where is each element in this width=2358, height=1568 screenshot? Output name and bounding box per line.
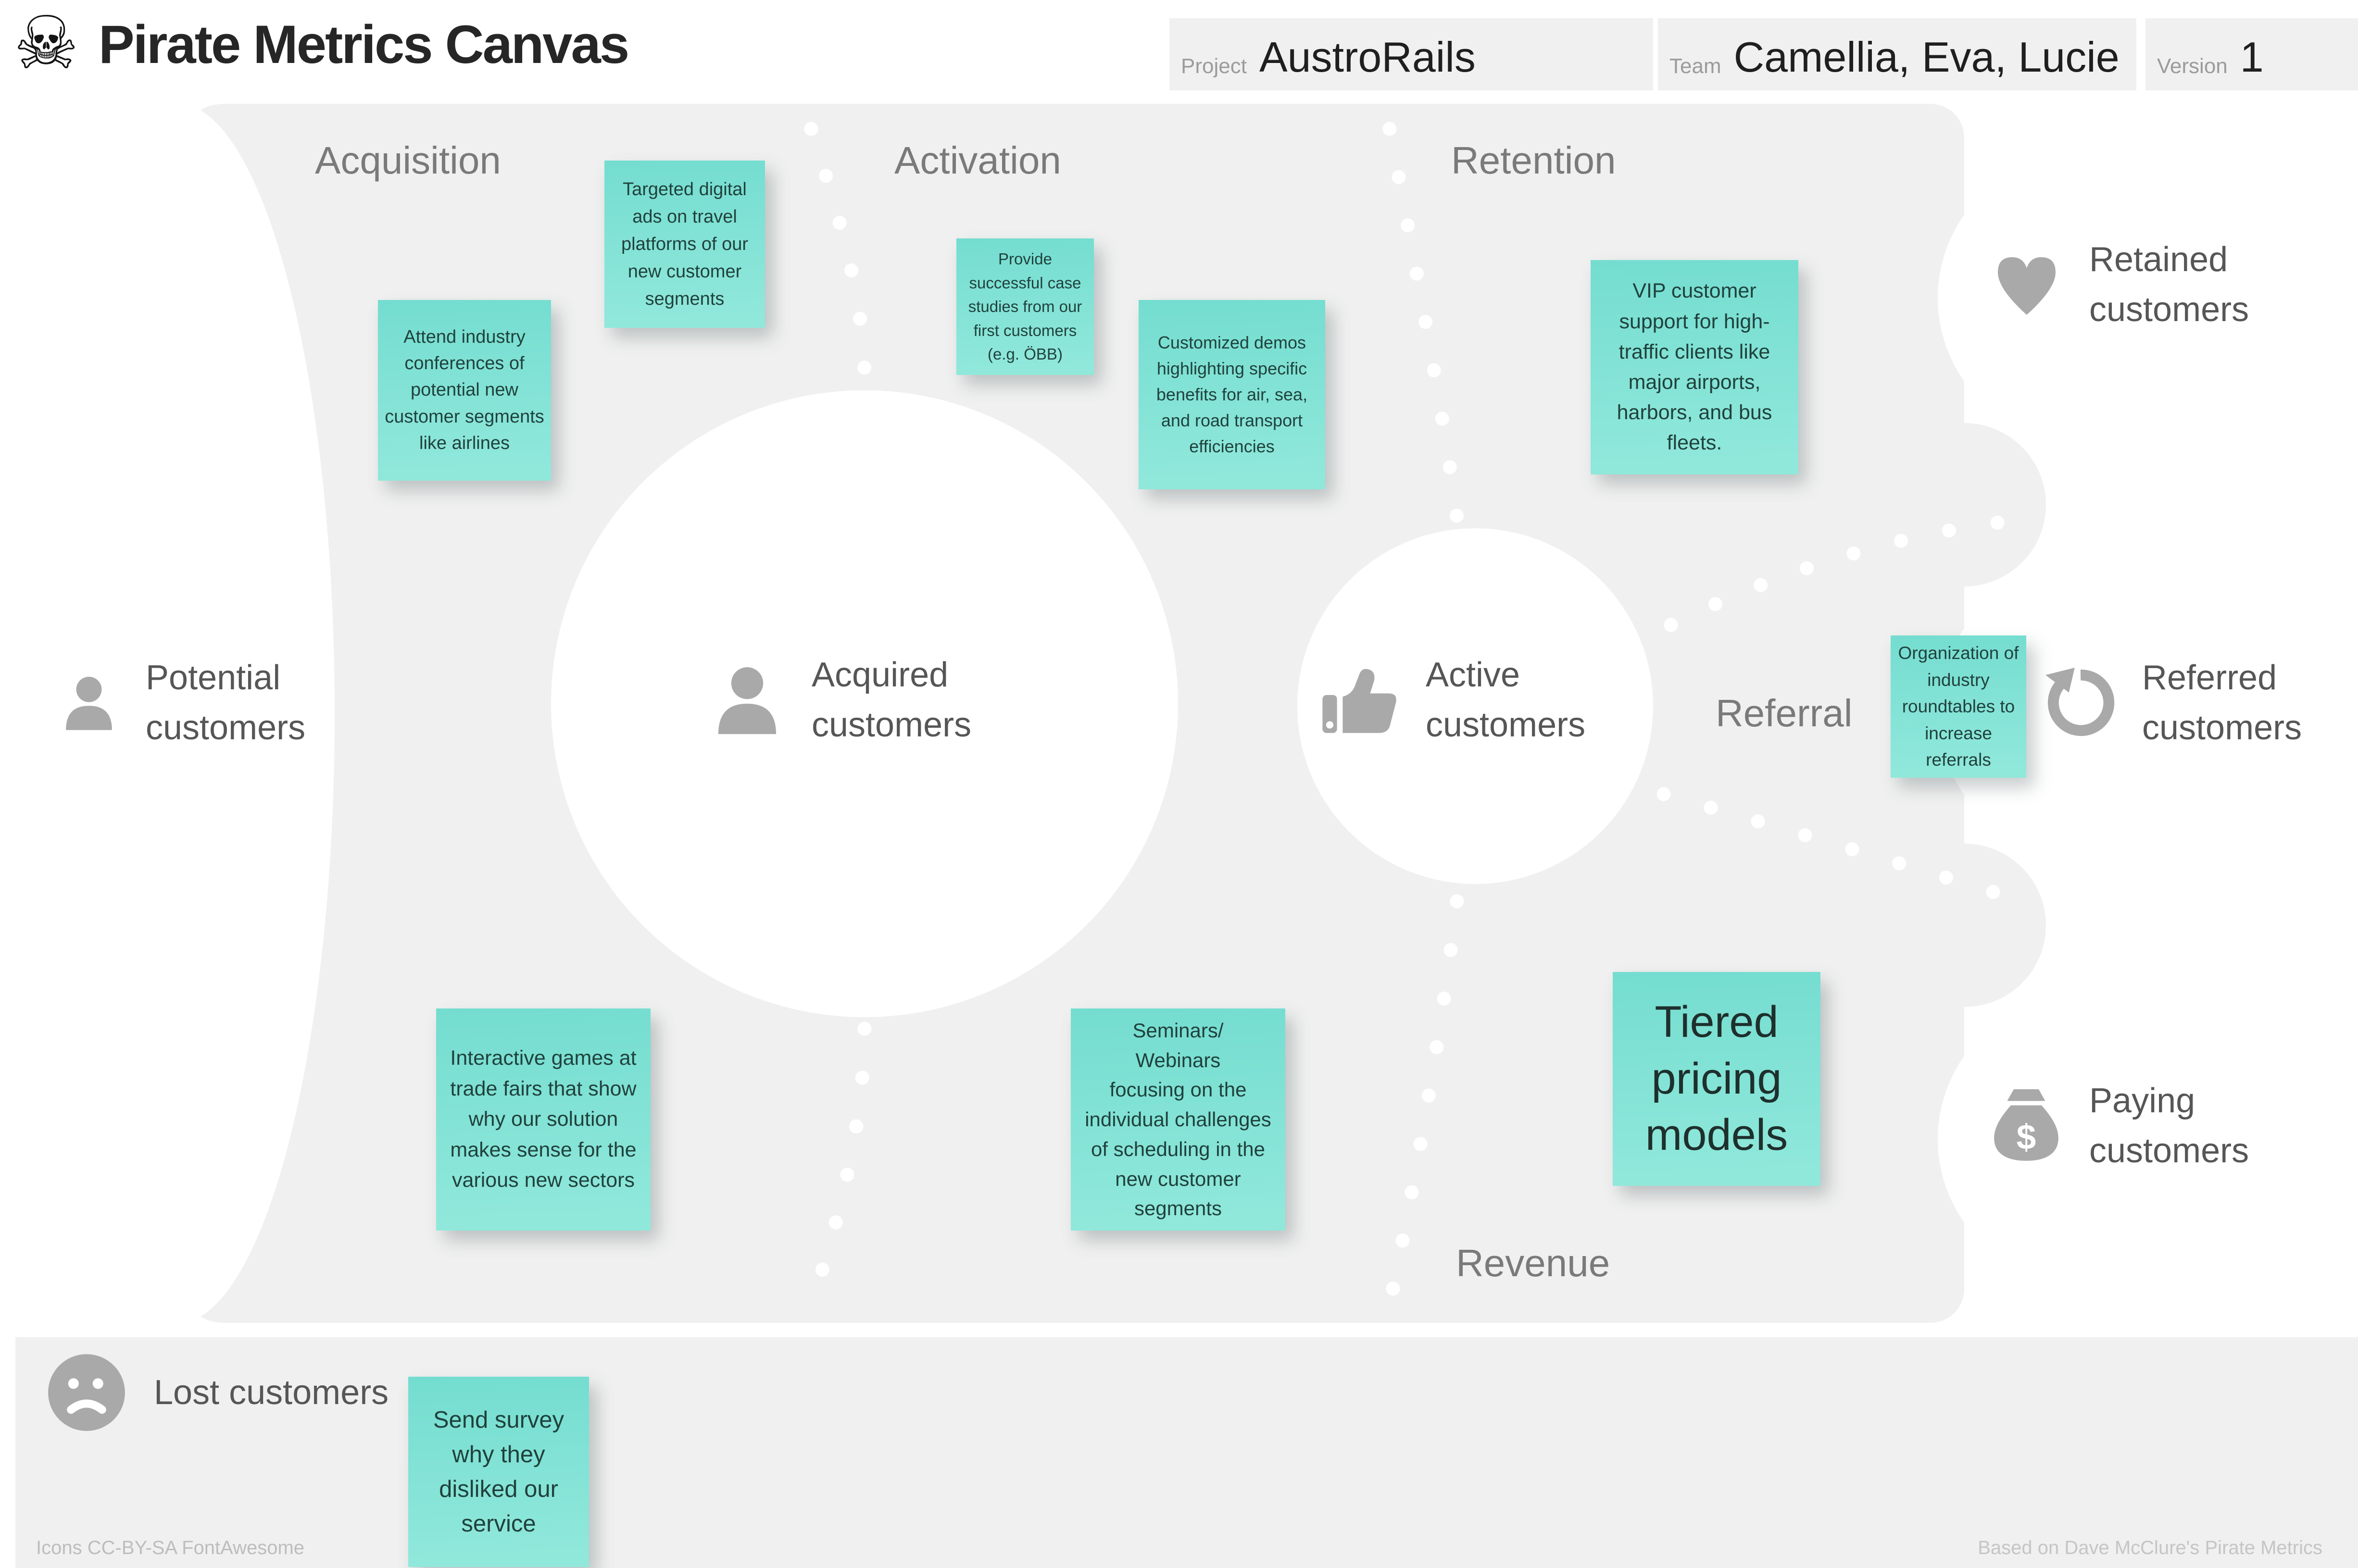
project-field[interactable]: Project AustroRails: [1169, 18, 1653, 90]
persona-label: Acquired customers: [812, 656, 972, 745]
funnel-bump-top: [1882, 423, 2046, 586]
frown-face-icon: [48, 1354, 125, 1431]
person-icon: [66, 677, 112, 731]
note-text: Targeted digital ads on travel platforms…: [621, 179, 748, 309]
persona-label: Paying customers: [2089, 1082, 2249, 1170]
persona-acquired: Acquired customers: [709, 650, 1047, 750]
rotate-left-icon: [2045, 668, 2115, 736]
note-text: Attend industry conferences of potential…: [385, 327, 544, 453]
paying-notch: [1938, 995, 2226, 1283]
sticky-note-activation-seminars[interactable]: Seminars/ Webinars focusing on the indiv…: [1071, 1008, 1285, 1231]
team-field[interactable]: Team Camellia, Eva, Lucie: [1658, 18, 2136, 90]
note-text: Send survey why they disliked our servic…: [433, 1406, 564, 1537]
note-text: Tiered pricing models: [1645, 997, 1788, 1160]
funnel-bump-bottom: [1882, 844, 2046, 1007]
acquired-circle: [551, 390, 1178, 1017]
persona-paying: $ Paying customers: [1990, 1076, 2325, 1176]
lost-customers-band: [15, 1337, 2358, 1568]
persona-lost: Lost customers: [46, 1352, 389, 1433]
version-label: Version: [2157, 54, 2228, 78]
person-icon: [718, 667, 777, 734]
attribution: Based on Dave McClure's Pirate Metrics: [1978, 1537, 2322, 1558]
stage-label-acquisition: Acquisition: [315, 139, 501, 182]
sticky-note-referral-roundtables[interactable]: Organization of industry roundtables to …: [1891, 635, 2026, 778]
sticky-note-acquisition-ads[interactable]: Targeted digital ads on travel platforms…: [604, 161, 765, 328]
page-title: Pirate Metrics Canvas: [99, 14, 629, 75]
persona-active: Active customers: [1318, 650, 1661, 750]
note-text: Organization of industry roundtables to …: [1898, 643, 2019, 770]
sticky-note-activation-demos[interactable]: Customized demos highlighting specific b…: [1139, 300, 1325, 489]
note-text: Interactive games at trade fairs that sh…: [450, 1046, 637, 1192]
money-bag-icon: $: [1994, 1089, 2058, 1161]
thumbs-up-icon: [1322, 669, 1396, 734]
sticky-note-revenue-pricing[interactable]: Tiered pricing models: [1613, 972, 1820, 1186]
sticky-note-activation-case-studies[interactable]: Provide successful case studies from our…: [956, 238, 1094, 375]
note-text: Seminars/ Webinars focusing on the indiv…: [1085, 1019, 1271, 1220]
version-field[interactable]: Version 1: [2145, 18, 2358, 90]
funnel-left-curve: [17, 103, 335, 1324]
stage-label-retention: Retention: [1451, 139, 1616, 182]
stage-label-referral: Referral: [1716, 692, 1853, 734]
note-text: Customized demos highlighting specific b…: [1156, 333, 1308, 456]
sticky-note-acquisition-trade-fairs[interactable]: Interactive games at trade fairs that sh…: [436, 1008, 651, 1231]
note-text: VIP customer support for high-traffic cl…: [1617, 279, 1772, 455]
persona-referred: Referred customers: [2043, 653, 2358, 753]
team-label: Team: [1669, 54, 1721, 78]
retained-notch: [1938, 154, 2226, 442]
persona-label: Active customers: [1426, 656, 1586, 745]
version-value[interactable]: 1: [2240, 33, 2264, 81]
project-value[interactable]: AustroRails: [1259, 33, 1476, 81]
icons-credit: Icons CC-BY-SA FontAwesome: [36, 1537, 305, 1558]
project-label: Project: [1181, 54, 1247, 78]
sticky-note-retention-vip[interactable]: VIP customer support for high-traffic cl…: [1591, 260, 1798, 474]
persona-label: Lost customers: [154, 1373, 389, 1412]
stage-label-revenue: Revenue: [1456, 1242, 1610, 1284]
persona-potential: Potential customers: [59, 653, 381, 753]
svg-text:$: $: [2017, 1118, 2036, 1157]
sticky-note-acquisition-conferences[interactable]: Attend industry conferences of potential…: [378, 300, 551, 481]
note-text: Provide successful case studies from our…: [968, 250, 1082, 363]
heart-icon: [1998, 257, 2056, 315]
persona-label: Potential customers: [146, 659, 306, 747]
persona-retained: Retained customers: [1991, 235, 2325, 335]
team-value[interactable]: Camellia, Eva, Lucie: [1733, 33, 2120, 81]
persona-label: Referred customers: [2142, 659, 2302, 747]
sticky-note-lost-survey[interactable]: Send survey why they disliked our servic…: [408, 1377, 589, 1567]
skull-crossbones-icon: ☠: [13, 2, 79, 84]
stage-label-activation: Activation: [894, 139, 1061, 182]
persona-label: Retained customers: [2089, 240, 2249, 329]
